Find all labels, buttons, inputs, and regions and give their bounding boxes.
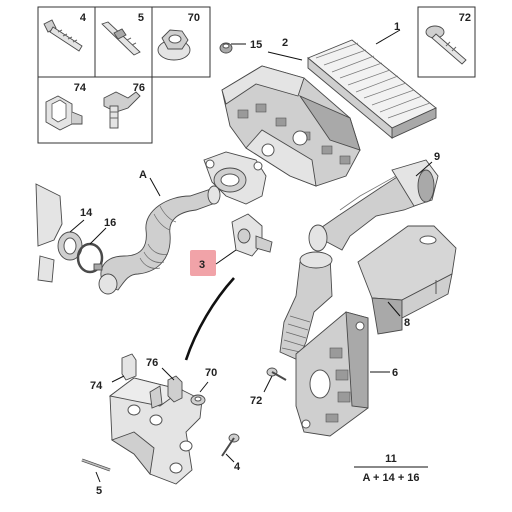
corrugated-duct[interactable] xyxy=(279,251,333,361)
clip-icon xyxy=(45,95,83,131)
callout-A: A xyxy=(139,169,147,181)
callout-3: 3 xyxy=(199,259,205,271)
highlight-box-3 xyxy=(190,250,216,276)
stud-5-lower[interactable] xyxy=(81,458,111,472)
legend-label-76: 76 xyxy=(133,82,145,94)
legend-cell-5[interactable]: 5 xyxy=(101,12,144,56)
heat-shield-8[interactable] xyxy=(357,225,457,335)
fastener-legend-grid: 4 5 70 xyxy=(37,6,211,144)
legend-cell-74[interactable]: 74 xyxy=(45,82,87,131)
callout-6: 6 xyxy=(392,367,398,379)
callout-labels: 15 2 1 9 A 14 16 3 8 6 72 76 74 70 4 5 1… xyxy=(80,21,440,497)
kit-formula: A + 14 + 16 xyxy=(362,472,419,484)
callout-16: 16 xyxy=(104,217,116,229)
callout-2: 2 xyxy=(282,37,288,49)
lower-mount-bracket[interactable] xyxy=(108,377,203,485)
bolt-72[interactable] xyxy=(266,367,287,381)
air-filter-housing[interactable] xyxy=(221,65,361,187)
bolt-icon xyxy=(43,19,83,52)
clip-74-lower[interactable] xyxy=(121,353,137,381)
flange-bolt-icon xyxy=(425,25,467,65)
callout-76: 76 xyxy=(146,357,158,369)
engine-fragment xyxy=(35,183,63,283)
callout-15: 15 xyxy=(250,39,262,51)
legend-label-5: 5 xyxy=(138,12,144,24)
callout-1: 1 xyxy=(394,21,400,33)
hose-a[interactable] xyxy=(98,185,221,295)
legend-cell-76[interactable]: 76 xyxy=(103,82,145,129)
retaining-clip-icon xyxy=(103,91,141,129)
kit-number-11: 11 xyxy=(385,453,397,465)
clamp-16[interactable] xyxy=(76,242,104,274)
air-filter-element[interactable] xyxy=(307,39,437,139)
legend-label-4: 4 xyxy=(80,12,87,24)
throttle-elbow[interactable] xyxy=(203,151,267,205)
legend-cell-70[interactable]: 70 xyxy=(157,12,200,61)
legend-label-74: 74 xyxy=(74,82,87,94)
callout-14: 14 xyxy=(80,207,93,219)
flange-nut-icon xyxy=(157,29,191,61)
callout-9: 9 xyxy=(434,151,440,163)
callout-72: 72 xyxy=(250,395,262,407)
legend-cell-72[interactable]: 72 xyxy=(417,6,476,78)
legend-label-72: 72 xyxy=(459,12,471,24)
grommet-15[interactable] xyxy=(219,42,233,54)
callout-8: 8 xyxy=(404,317,410,329)
clip-76-lower[interactable] xyxy=(167,375,183,403)
bolt-4-lower[interactable] xyxy=(221,433,240,457)
stud-icon xyxy=(101,21,141,56)
sensor-3[interactable] xyxy=(231,213,273,257)
callout-4: 4 xyxy=(234,461,241,473)
legend-label-70: 70 xyxy=(188,12,200,24)
nut-70-lower[interactable] xyxy=(190,394,206,406)
callout-74: 74 xyxy=(90,380,103,392)
bracket-6[interactable] xyxy=(295,311,369,437)
leader-lines xyxy=(69,29,433,483)
callout-5: 5 xyxy=(96,485,102,497)
intake-duct-9[interactable] xyxy=(308,159,439,252)
legend-cell-4[interactable]: 4 xyxy=(43,12,87,52)
callout-70: 70 xyxy=(205,367,217,379)
